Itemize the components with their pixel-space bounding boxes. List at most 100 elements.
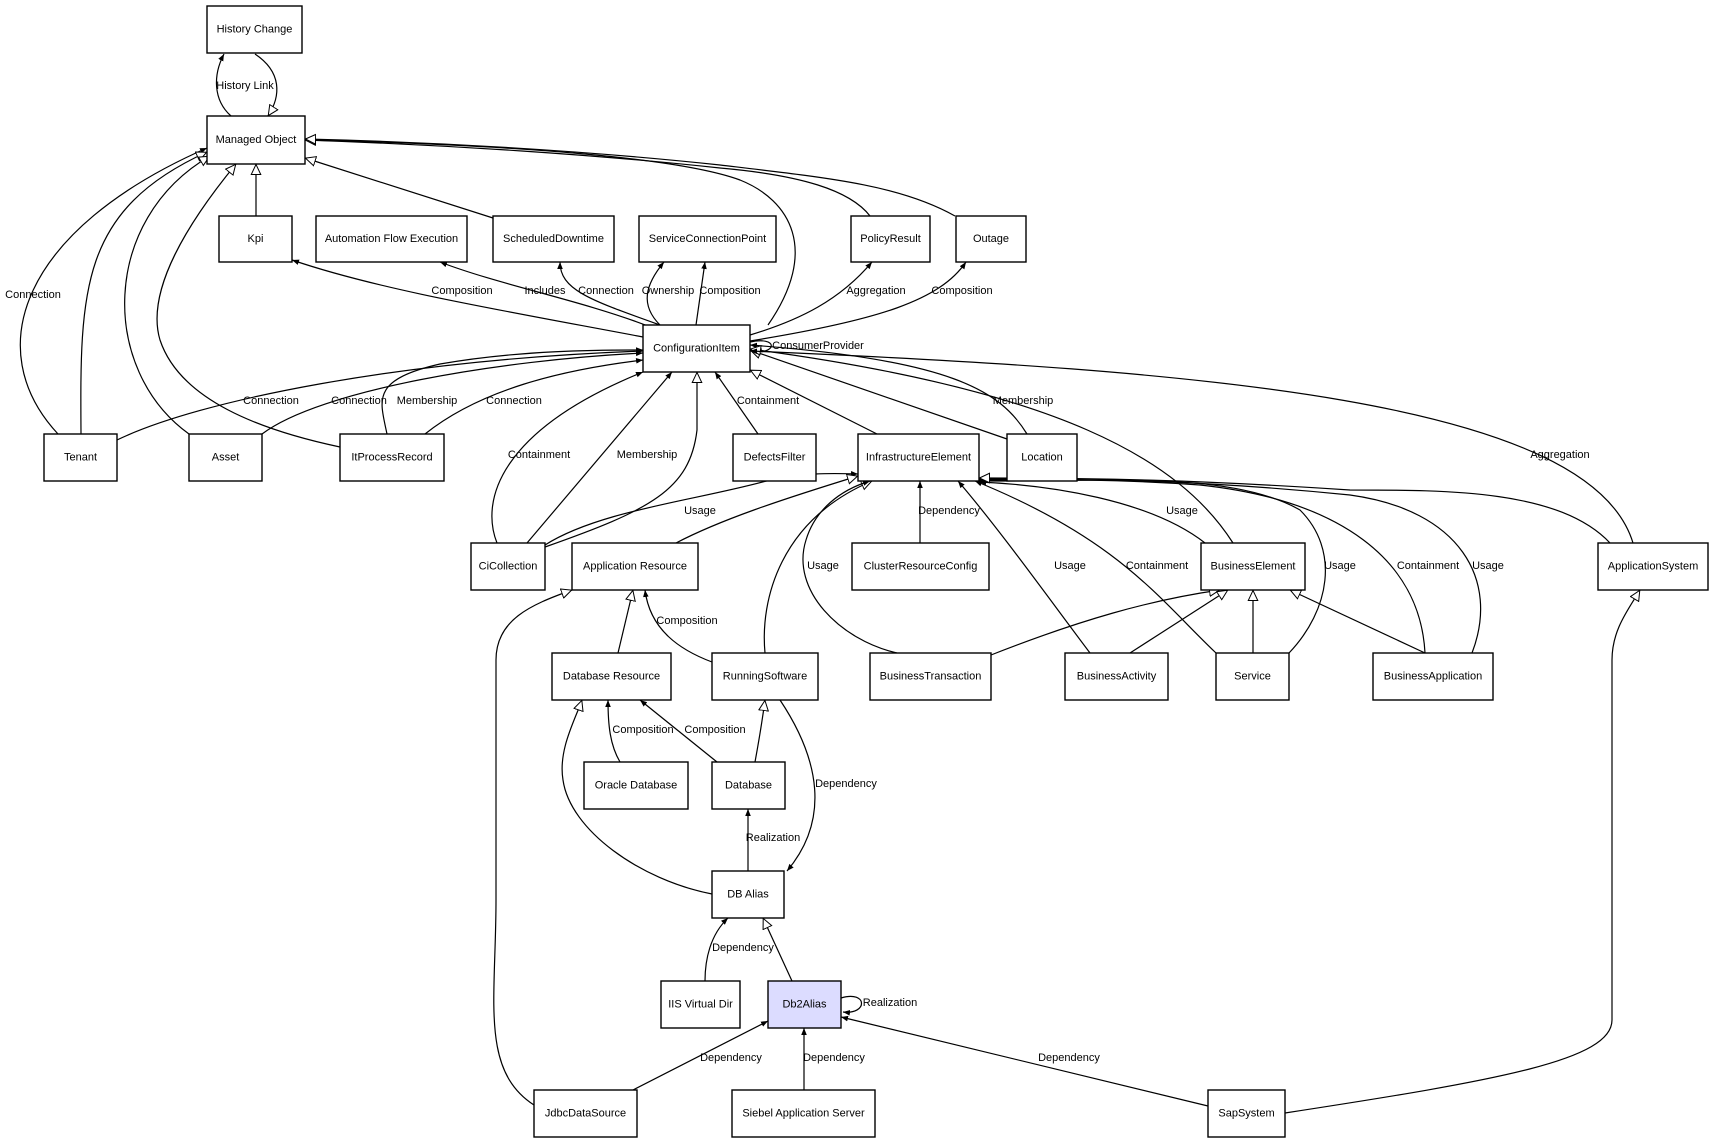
association-edge: [695, 261, 707, 326]
class-name: Siebel Application Server: [742, 1107, 865, 1119]
class-node-application-system[interactable]: ApplicationSystem: [1597, 542, 1709, 591]
generalization-edge: [305, 158, 494, 219]
class-node-business-transaction[interactable]: BusinessTransaction: [869, 652, 992, 701]
edge-label: Dependency: [712, 942, 774, 954]
edge-label: Connection: [5, 289, 61, 301]
class-node-siebel-application-server[interactable]: Siebel Application Server: [731, 1089, 876, 1138]
edge-label: Includes: [525, 285, 566, 297]
class-node-db2alias[interactable]: Db2Alias: [767, 980, 842, 1029]
edge-label: Composition: [699, 285, 760, 297]
class-node-iis-virtual-dir[interactable]: IIS Virtual Dir: [660, 980, 741, 1029]
class-box: [711, 652, 819, 701]
class-box: [869, 652, 992, 701]
association-edge: [605, 699, 621, 763]
class-node-oracle-database[interactable]: Oracle Database: [583, 761, 689, 810]
class-node-service[interactable]: Service: [1215, 652, 1290, 701]
class-node-it-process-record[interactable]: ItProcessRecord: [339, 433, 445, 482]
class-node-managed-object[interactable]: Managed Object: [206, 115, 306, 165]
class-box: [1207, 1089, 1286, 1138]
class-box: [1064, 652, 1169, 701]
class-node-history-change[interactable]: History Change: [206, 5, 303, 54]
edge-label: Usage: [1054, 560, 1086, 572]
class-box: [218, 215, 293, 263]
class-node-tenant[interactable]: Tenant: [43, 433, 118, 482]
class-node-outage[interactable]: Outage: [955, 215, 1027, 263]
association-edge: [291, 259, 644, 338]
class-node-configuration-item[interactable]: ConfigurationItem: [642, 324, 751, 373]
class-name: Location: [1021, 451, 1063, 463]
class-name: RunningSoftware: [723, 670, 807, 682]
class-name: Database Resource: [563, 670, 660, 682]
class-node-infrastructure-element[interactable]: InfrastructureElement: [857, 433, 980, 482]
edge-label: Containment: [1397, 560, 1459, 572]
class-node-db-alias[interactable]: DB Alias: [711, 870, 785, 919]
class-node-jdbc-data-source[interactable]: JdbcDataSource: [533, 1089, 638, 1138]
class-name: DB Alias: [727, 888, 769, 900]
class-node-scheduled-downtime[interactable]: ScheduledDowntime: [492, 215, 615, 263]
class-name: BusinessActivity: [1077, 670, 1157, 682]
association-edge: [19, 147, 208, 435]
edge-label: Dependency: [1038, 1052, 1100, 1064]
class-node-ci-collection[interactable]: CiCollection: [470, 542, 546, 591]
association-edge: [491, 371, 644, 544]
generalization-edge: [617, 590, 633, 654]
association-edge: [974, 480, 1217, 654]
class-node-service-connection-point[interactable]: ServiceConnectionPoint: [638, 215, 777, 263]
association-edge: [749, 261, 967, 342]
association-edge: [424, 358, 644, 435]
class-box: [851, 542, 990, 591]
class-node-defects-filter[interactable]: DefectsFilter: [732, 433, 817, 482]
class-name: Automation Flow Execution: [325, 233, 458, 245]
association-edge: [557, 261, 661, 326]
association-edge: [840, 1015, 1209, 1107]
class-name: CiCollection: [479, 560, 538, 572]
class-box: [642, 324, 751, 373]
class-box: [1597, 542, 1709, 591]
class-box: [1372, 652, 1494, 701]
class-box: [533, 1089, 638, 1138]
class-node-running-software[interactable]: RunningSoftware: [711, 652, 819, 701]
class-box: [731, 1089, 876, 1138]
class-node-kpi[interactable]: Kpi: [218, 215, 293, 263]
class-node-automation-flow-execution[interactable]: Automation Flow Execution: [315, 215, 468, 263]
class-node-sap-system[interactable]: SapSystem: [1207, 1089, 1286, 1138]
edge-label: Membership: [617, 449, 678, 461]
class-node-cluster-resource-config[interactable]: ClusterResourceConfig: [851, 542, 990, 591]
generalization-edge: [305, 140, 871, 217]
class-name: Managed Object: [216, 134, 297, 146]
generalization-edge: [1129, 589, 1228, 654]
generalization-edge: [254, 53, 277, 116]
edge-label: Connection: [331, 395, 387, 407]
class-name: IIS Virtual Dir: [668, 998, 733, 1010]
class-node-policy-result[interactable]: PolicyResult: [850, 215, 931, 263]
class-name: ScheduledDowntime: [503, 233, 604, 245]
class-box: [470, 542, 546, 591]
generalization-edge: [561, 700, 713, 895]
generalization-edge: [750, 369, 878, 435]
class-node-business-application[interactable]: BusinessApplication: [1372, 652, 1494, 701]
edge-label: Connection: [578, 285, 634, 297]
association-edge: [749, 348, 1634, 544]
generalization-edge: [80, 151, 207, 435]
class-node-database[interactable]: Database: [711, 761, 786, 810]
class-name: Outage: [973, 233, 1009, 245]
class-node-database-resource[interactable]: Database Resource: [551, 652, 672, 701]
class-name: Oracle Database: [595, 779, 678, 791]
class-box: [551, 652, 672, 701]
class-name: BusinessElement: [1211, 560, 1296, 572]
class-box: [711, 761, 786, 810]
class-name: History Change: [217, 23, 293, 35]
generalization-edge: [979, 478, 1611, 544]
class-node-business-element[interactable]: BusinessElement: [1200, 542, 1306, 591]
class-box: [638, 215, 777, 263]
generalization-edge: [156, 164, 341, 448]
association-edge: [215, 53, 232, 117]
class-box: [206, 5, 303, 54]
class-node-business-activity[interactable]: BusinessActivity: [1064, 652, 1169, 701]
class-node-application-resource[interactable]: Application Resource: [571, 542, 699, 591]
class-node-asset[interactable]: Asset: [188, 433, 263, 482]
association-edge: [704, 917, 729, 982]
association-edge: [714, 371, 759, 435]
class-node-location[interactable]: Location: [1006, 433, 1078, 482]
